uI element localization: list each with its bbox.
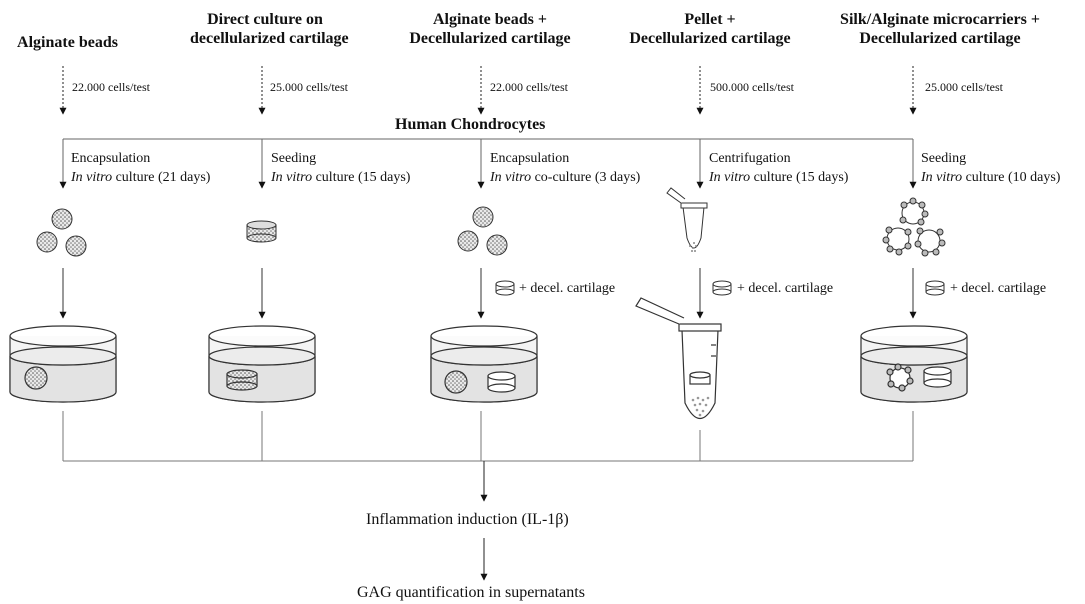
step-1: Encapsulation In vitro culture (21 days) xyxy=(71,151,211,185)
alginate-beads-icon xyxy=(36,208,87,257)
inflammation-induction: Inflammation induction (IL-1β) xyxy=(366,511,569,528)
title-alginate-beads: Alginate beads xyxy=(17,34,118,51)
step-2: Seeding In vitro culture (15 days) xyxy=(271,151,411,185)
cells-count-4: 500.000 cells/test xyxy=(710,80,794,94)
title-silk-alginate-decel: Silk/Alginate microcarriers + Decellular… xyxy=(840,11,1040,47)
decel-label-5: + decel. cartilage xyxy=(950,281,1047,296)
cells-count-5: 25.000 cells/test xyxy=(925,80,1003,94)
step-4: Centrifugation In vitro culture (15 days… xyxy=(709,151,849,185)
culture-tube-4 xyxy=(635,297,722,420)
alginate-beads-icon-2 xyxy=(457,206,508,256)
culture-well-3 xyxy=(430,325,538,403)
title-alginate-beads-decel: Alginate beads + Decellularized cartilag… xyxy=(409,11,571,47)
title-direct-culture: Direct culture on decellularized cartila… xyxy=(190,11,349,47)
title-pellet-decel: Pellet + Decellularized cartilage xyxy=(629,11,791,47)
step-3: Encapsulation In vitro co-culture (3 day… xyxy=(490,151,641,185)
gag-quantification: GAG quantification in supernatants xyxy=(357,584,585,601)
decel-cartilage-mini-icons xyxy=(495,280,945,296)
cartilage-disc-icon xyxy=(246,220,277,243)
microcarriers-icon xyxy=(882,197,946,257)
culture-well-5 xyxy=(860,325,968,403)
dashed-arrows xyxy=(59,66,917,115)
eppendorf-tube-icon xyxy=(666,187,708,252)
decel-label-3: + decel. cartilage xyxy=(519,281,616,296)
culture-well-1 xyxy=(9,325,117,403)
distribution-lines xyxy=(59,138,917,189)
collecting-lines xyxy=(62,411,914,581)
source-human-chondrocytes: Human Chondrocytes xyxy=(395,116,546,133)
culture-well-2 xyxy=(208,325,316,403)
cells-count-1: 22.000 cells/test xyxy=(72,80,150,94)
cells-count-2: 25.000 cells/test xyxy=(270,80,348,94)
cells-count-3: 22.000 cells/test xyxy=(490,80,568,94)
decel-label-4: + decel. cartilage xyxy=(737,281,834,296)
step-5: Seeding In vitro culture (10 days) xyxy=(921,151,1061,185)
